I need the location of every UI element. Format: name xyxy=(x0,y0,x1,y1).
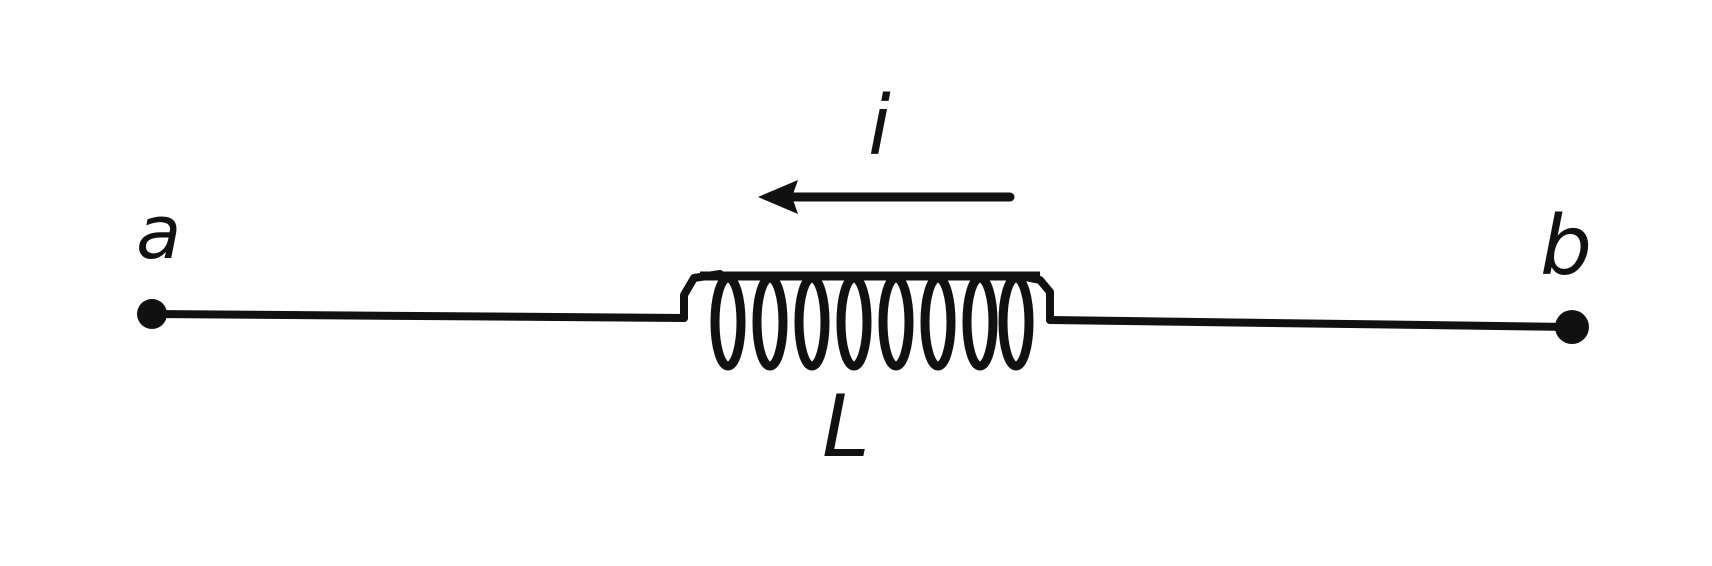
current-label: i xyxy=(868,79,891,174)
terminal-a-dot xyxy=(137,299,167,329)
right-wire xyxy=(1016,272,1576,331)
current-arrow-left-icon xyxy=(758,180,1015,214)
inductor-label: L xyxy=(822,377,870,477)
terminal-a-label: a xyxy=(136,190,182,276)
terminal-b-dot xyxy=(1555,310,1589,344)
inductor-coil-icon xyxy=(700,271,1040,371)
left-wire xyxy=(148,270,724,322)
terminal-b-label: b xyxy=(1540,199,1593,294)
